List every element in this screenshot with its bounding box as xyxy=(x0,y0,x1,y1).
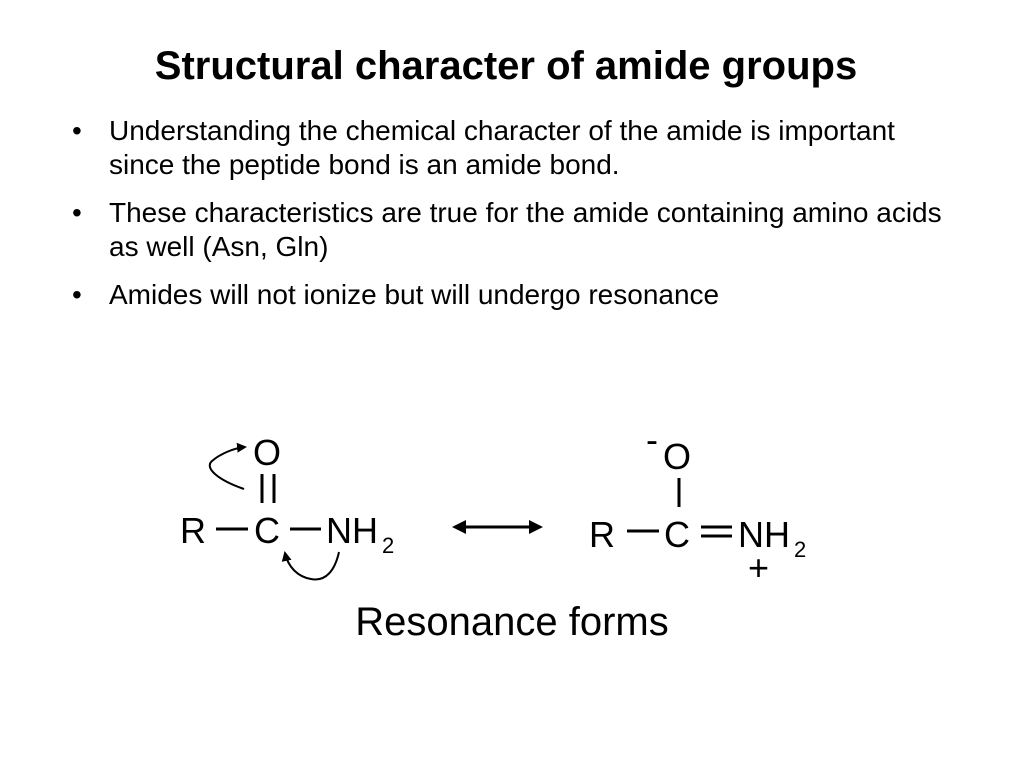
left-subscript: 2 xyxy=(382,533,394,558)
bullet-marker: • xyxy=(72,197,82,228)
left-oxygen-label: O xyxy=(253,432,281,473)
curved-arrow-icon xyxy=(208,442,247,490)
slide-title: Structural character of amide groups xyxy=(154,44,858,88)
left-r-label: R xyxy=(180,510,206,551)
right-amide-structure: - O R C NH 2 + xyxy=(589,419,806,588)
bullet-item: • Amides will not ionize but will underg… xyxy=(72,278,952,312)
bullet-text: Understanding the chemical character of … xyxy=(109,115,895,180)
bullet-text: Amides will not ionize but will undergo … xyxy=(109,279,720,310)
curved-arrow-icon xyxy=(281,551,340,581)
right-nh-label: NH xyxy=(738,514,790,555)
bullet-marker: • xyxy=(72,115,82,146)
bullet-marker: • xyxy=(72,279,82,310)
positive-charge-label: + xyxy=(748,547,769,588)
diagram-caption: Resonance forms xyxy=(355,600,669,644)
right-oxygen-label: O xyxy=(663,436,691,477)
bullet-list: • Understanding the chemical character o… xyxy=(72,114,952,326)
right-carbon-label: C xyxy=(664,514,690,555)
negative-charge-label: - xyxy=(646,419,658,460)
resonance-arrow-icon xyxy=(452,520,543,534)
left-amide-structure: O R C NH 2 xyxy=(180,432,394,581)
left-carbon-label: C xyxy=(254,510,280,551)
bullet-item: • These characteristics are true for the… xyxy=(72,196,952,264)
bullet-text: These characteristics are true for the a… xyxy=(109,197,942,262)
bullet-item: • Understanding the chemical character o… xyxy=(72,114,952,182)
left-nh-label: NH xyxy=(326,510,378,551)
right-subscript: 2 xyxy=(794,537,806,562)
right-r-label: R xyxy=(589,514,615,555)
